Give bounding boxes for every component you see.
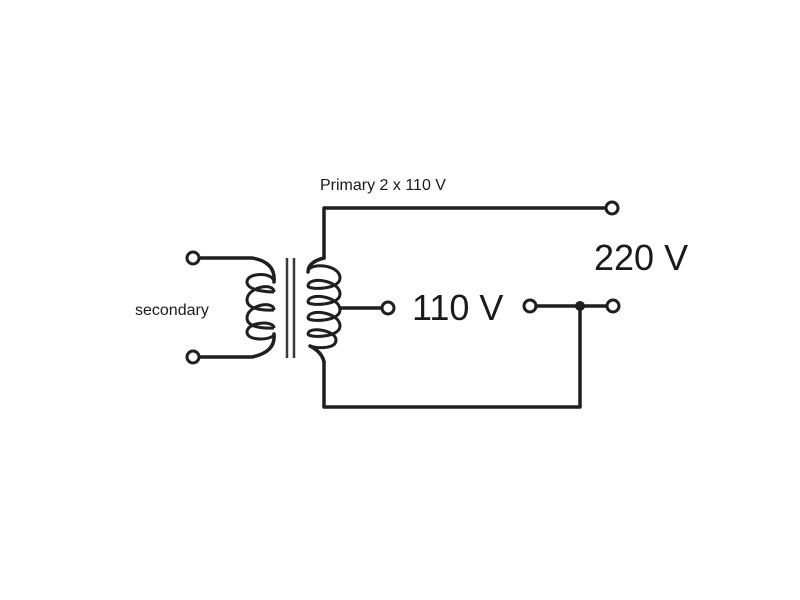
voltage-110-label: 110 V (412, 287, 503, 328)
junction-node (575, 301, 585, 311)
top-rail-wire (322, 206, 607, 260)
primary-loop-1 (306, 264, 342, 290)
circuit-wiring (322, 200, 621, 409)
terminal-110v (522, 298, 538, 314)
primary-loop-2 (306, 278, 342, 306)
primary-loop-5 (306, 328, 338, 350)
secondary-loop-1 (245, 273, 276, 294)
secondary-winding (185, 250, 276, 365)
secondary-bottom-lead (192, 332, 276, 359)
voltage-220-label: 220 V (594, 237, 688, 278)
transformer-core (285, 258, 296, 358)
primary-loop-4 (306, 310, 342, 338)
secondary-top-lead (192, 256, 276, 284)
secondary-terminal-top (185, 250, 201, 266)
secondary-label: secondary (135, 302, 209, 319)
bottom-rail-wire (322, 304, 582, 409)
terminal-220v (605, 298, 621, 314)
primary-winding (306, 256, 396, 364)
secondary-terminal-bottom (185, 349, 201, 365)
top-terminal-220v (604, 200, 620, 216)
secondary-loop-3 (245, 303, 276, 330)
center-tap-terminal (380, 300, 396, 316)
primary-label: Primary 2 x 110 V (320, 177, 446, 194)
primary-loop-3 (306, 294, 342, 322)
secondary-loop-2 (245, 285, 276, 312)
secondary-loop-4 (245, 321, 276, 341)
